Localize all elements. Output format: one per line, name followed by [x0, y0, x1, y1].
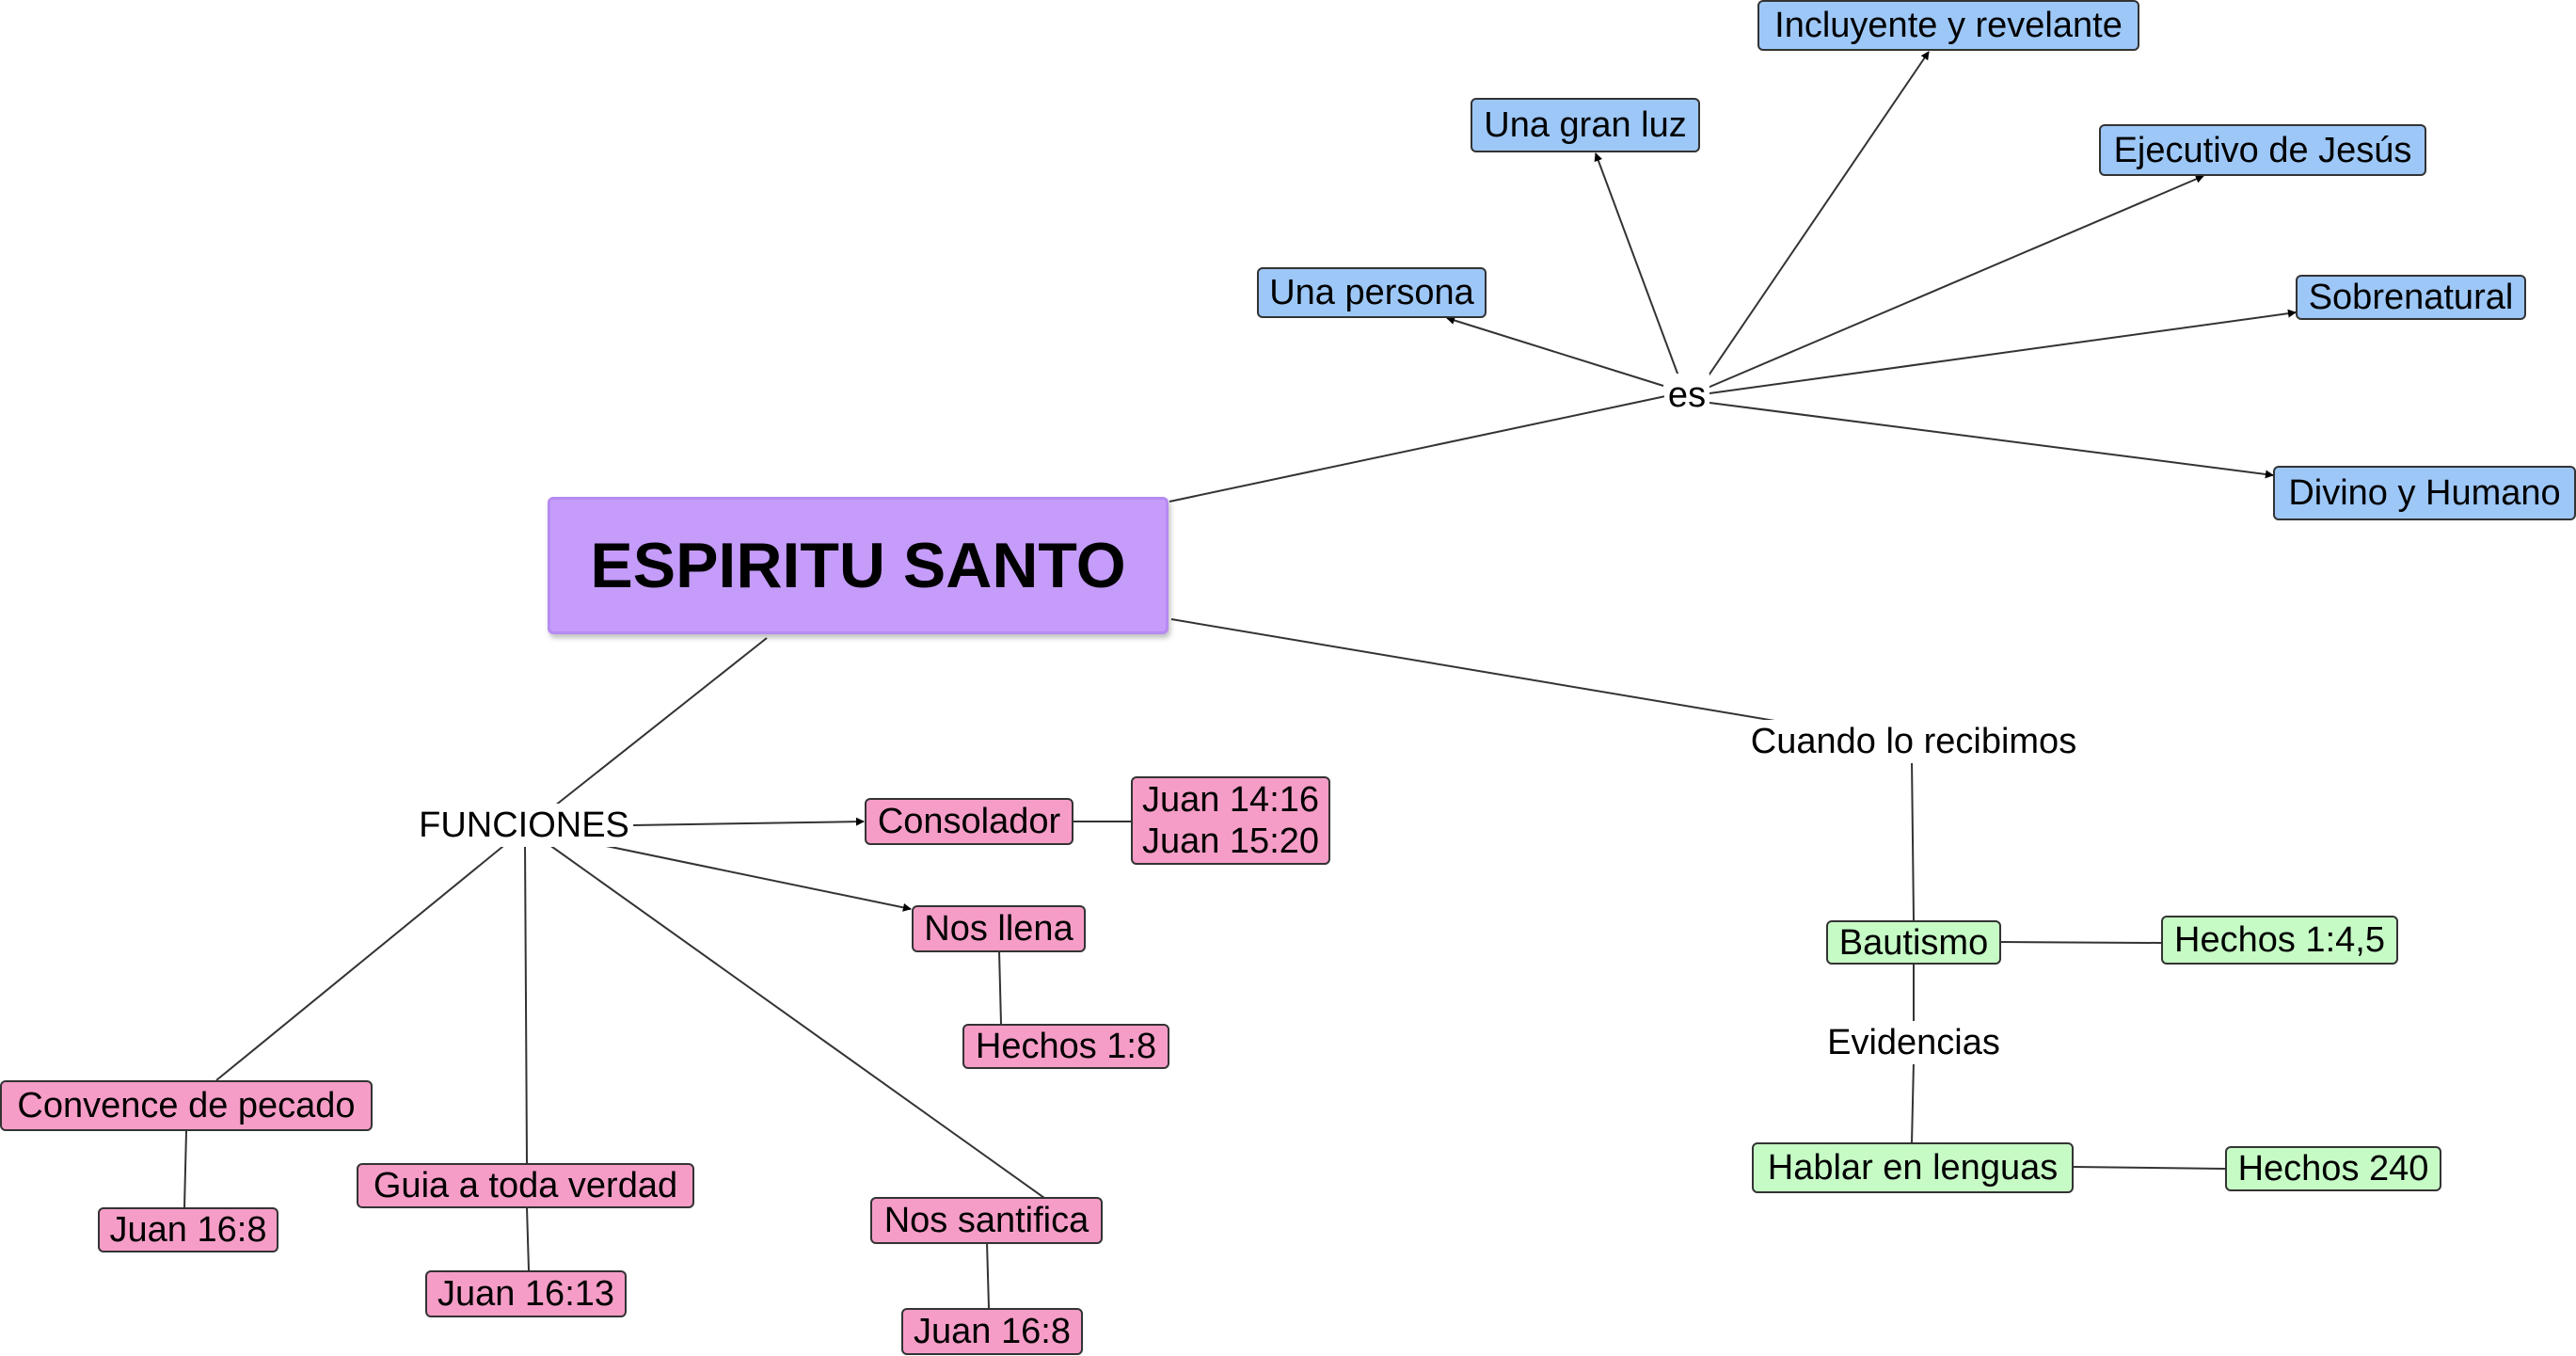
concept-bautismo[interactable]: Bautismo — [1826, 920, 2001, 965]
edge-es-incluyente — [1704, 51, 1930, 382]
concept-hechos-240[interactable]: Hechos 240 — [2225, 1146, 2441, 1191]
edge-lenguas-ref — [2073, 1166, 2226, 1170]
concept-una-gran-luz[interactable]: Una gran luz — [1471, 98, 1700, 152]
concept-hablar-en-lenguas[interactable]: Hablar en lenguas — [1752, 1142, 2074, 1193]
main-concept-node[interactable]: ESPIRITU SANTO — [548, 497, 1169, 634]
linking-phrase-es: es — [1663, 374, 1710, 417]
edge-guia-ref — [526, 1206, 530, 1271]
edge-funciones-nosllena — [587, 841, 912, 912]
concept-juan-16-13[interactable]: Juan 16:13 — [425, 1270, 627, 1317]
concept-consolador[interactable]: Consolador — [865, 798, 1073, 845]
concept-una-persona[interactable]: Una persona — [1257, 267, 1487, 318]
edge-cuando-bautismo — [1911, 758, 1915, 921]
edge-es-ejecutivo — [1707, 175, 2204, 389]
linking-phrase-cuando: Cuando lo recibimos — [1746, 720, 2081, 763]
concept-hechos-1-4-5[interactable]: Hechos 1:4,5 — [2161, 916, 2398, 965]
concept-convence-de-pecado[interactable]: Convence de pecado — [0, 1080, 373, 1131]
edge-es-sobrenatural — [1709, 309, 2297, 394]
edge-es-divino — [1709, 402, 2274, 479]
edge-main-funciones — [549, 637, 768, 810]
ref-juan-14-16: Juan 14:16 — [1141, 780, 1320, 820]
concept-guia-a-toda-verdad[interactable]: Guia a toda verdad — [357, 1163, 694, 1208]
edge-evidencias-lenguas — [1911, 1061, 1915, 1144]
concept-nos-santifica[interactable]: Nos santifica — [870, 1197, 1103, 1244]
edge-funciones-consolador — [631, 817, 865, 826]
concept-juan-16-8-b[interactable]: Juan 16:8 — [901, 1308, 1083, 1355]
edge-funciones-santifica — [545, 841, 1045, 1199]
edge-nosllena-ref — [998, 949, 1002, 1025]
ref-juan-15-20: Juan 15:20 — [1141, 822, 1320, 861]
concept-nos-llena[interactable]: Nos llena — [912, 905, 1086, 952]
edge-funciones-convence — [215, 841, 509, 1081]
concept-consolador-refs[interactable]: Juan 14:16 Juan 15:20 — [1131, 776, 1330, 865]
edge-bautismo-ref — [1999, 941, 2162, 944]
concept-ejecutivo[interactable]: Ejecutivo de Jesús — [2099, 124, 2426, 176]
edge-convence-ref — [183, 1130, 187, 1209]
edge-main-es — [1169, 394, 1671, 503]
edge-es-granluz — [1594, 152, 1681, 382]
edge-main-cuando — [1170, 618, 1826, 730]
linking-phrase-evidencias: Evidencias — [1823, 1021, 2004, 1064]
linking-phrase-funciones: FUNCIONES — [415, 804, 633, 847]
concept-divino-humano[interactable]: Divino y Humano — [2273, 466, 2576, 520]
edge-santifica-ref — [986, 1241, 990, 1309]
concept-juan-16-8-a[interactable]: Juan 16:8 — [98, 1207, 278, 1252]
edge-es-persona — [1446, 316, 1664, 387]
concept-sobrenatural[interactable]: Sobrenatural — [2296, 275, 2526, 320]
concept-hechos-1-8[interactable]: Hechos 1:8 — [962, 1024, 1169, 1069]
concept-incluyente[interactable]: Incluyente y revelante — [1757, 0, 2139, 51]
edge-funciones-guia — [524, 841, 528, 1164]
